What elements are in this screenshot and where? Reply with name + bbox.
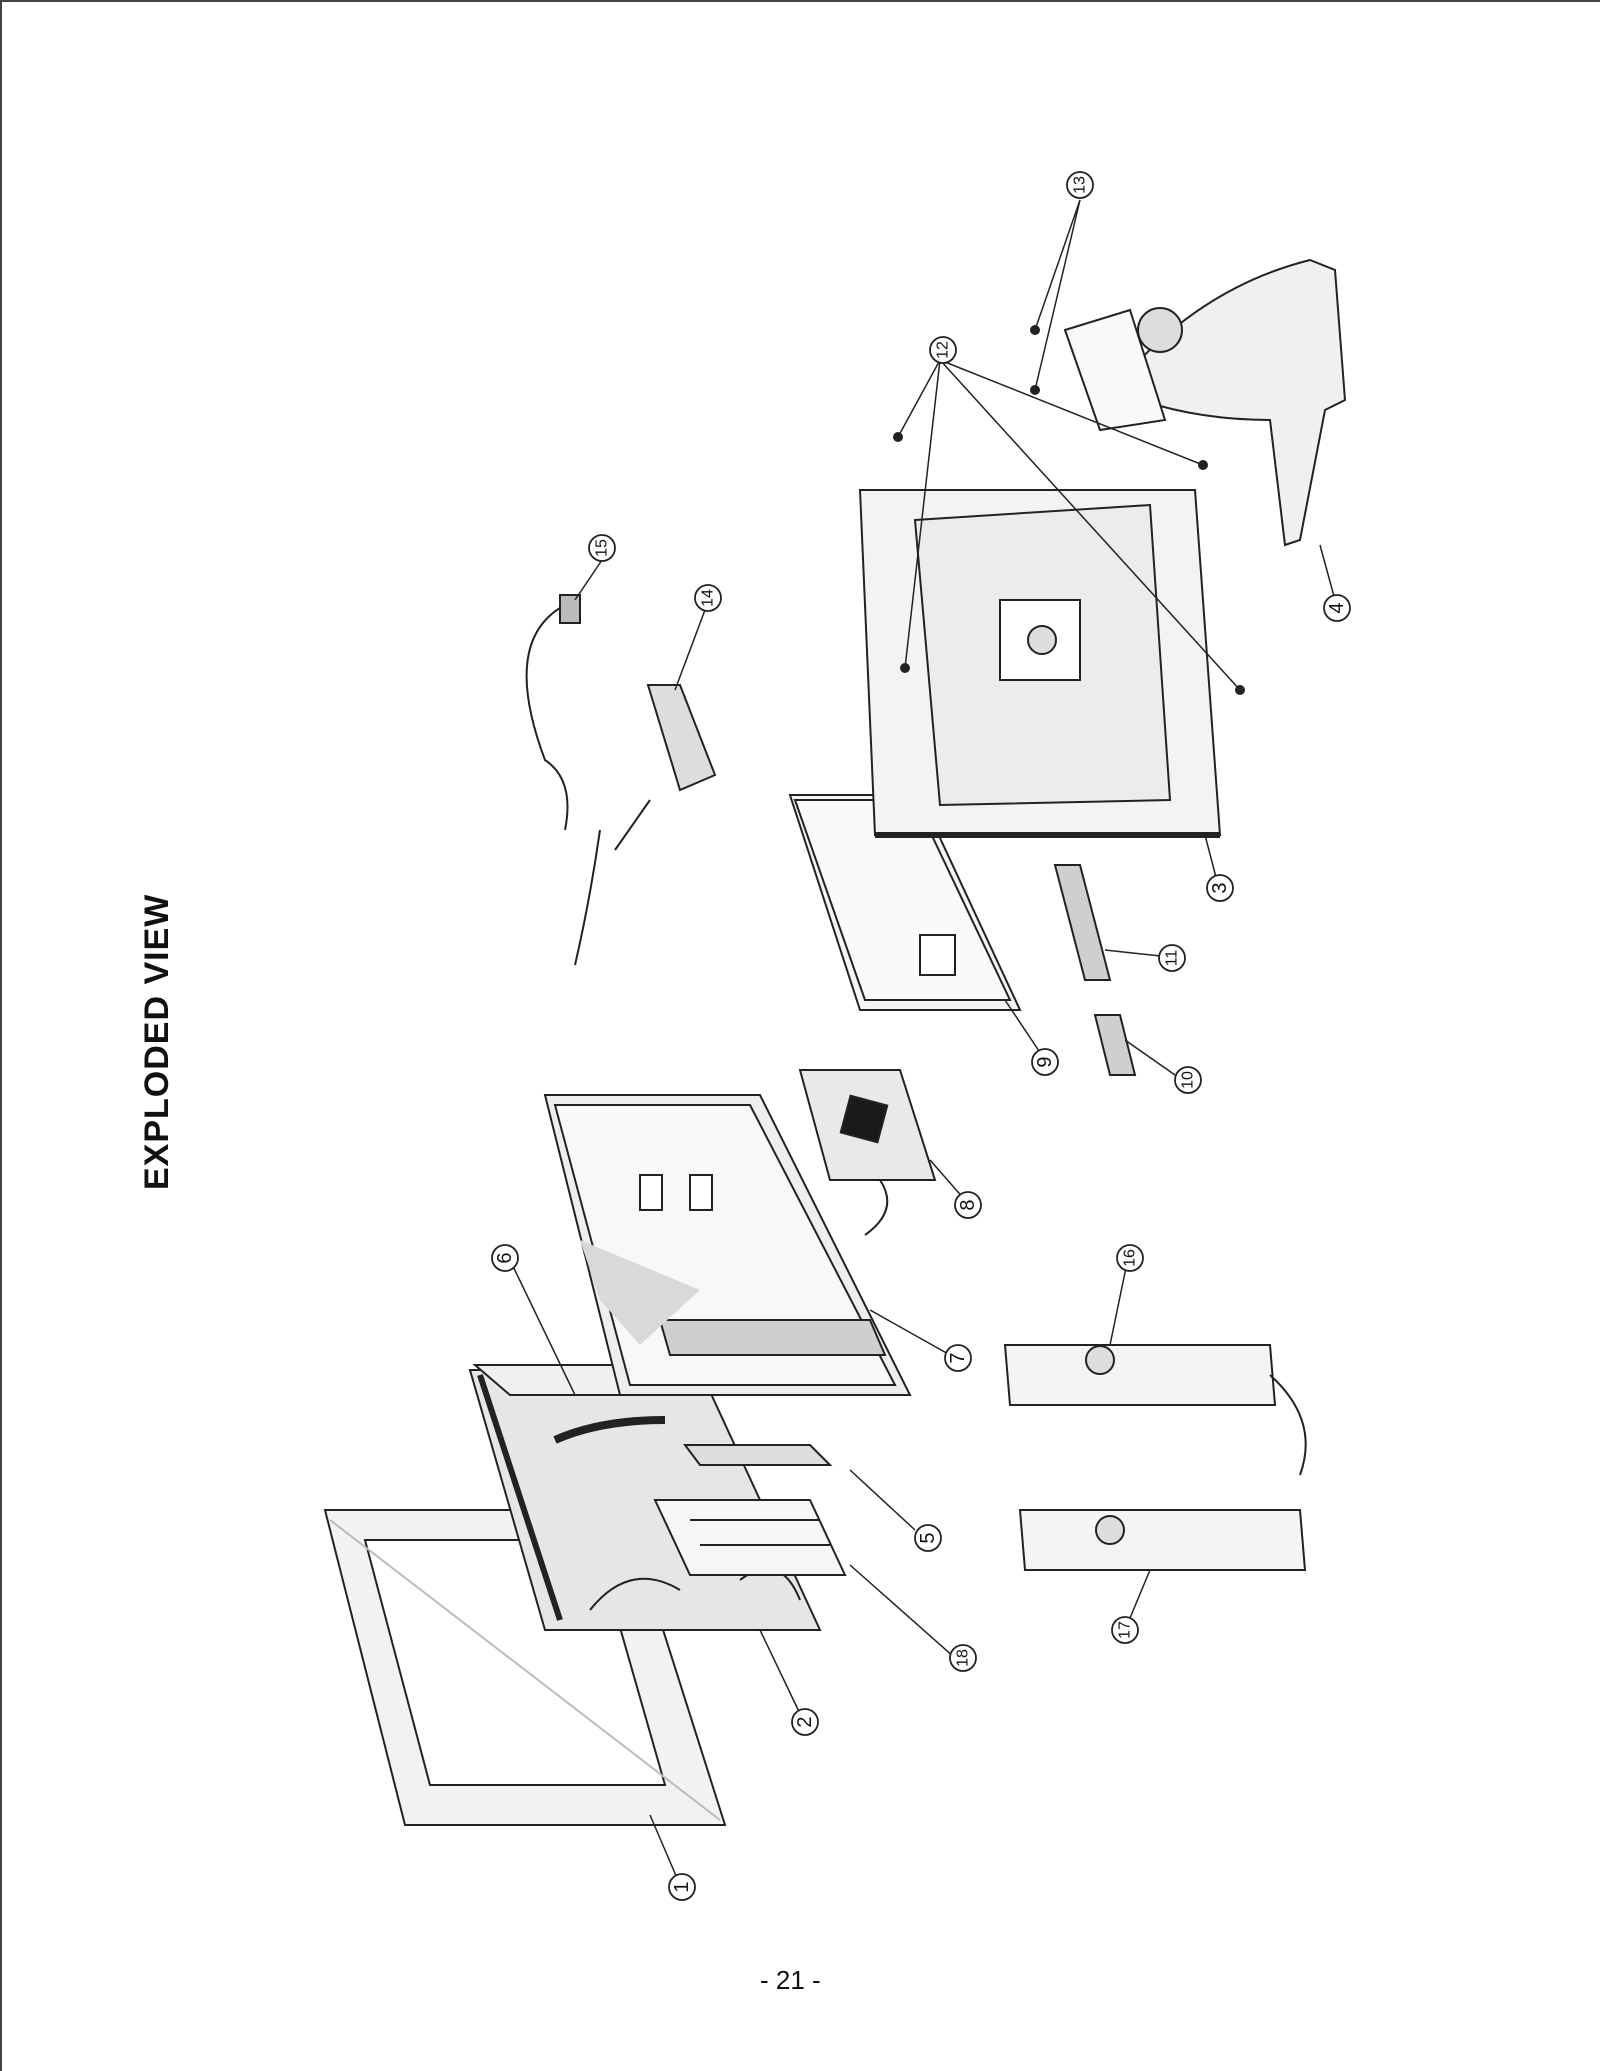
callout-3: 3	[1209, 882, 1231, 893]
callout-16: 16	[1122, 1249, 1139, 1267]
callout-5: 5	[917, 1532, 939, 1543]
callout-2: 2	[794, 1716, 816, 1727]
part-power-cable	[525, 594, 581, 831]
part-rear-cover	[858, 489, 1222, 838]
callout-1: 1	[671, 1881, 693, 1892]
callout-10: 10	[1180, 1071, 1197, 1089]
callout-4: 4	[1326, 602, 1348, 613]
callout-12: 12	[935, 341, 952, 359]
part-frame-bracket	[653, 1499, 847, 1576]
part-screws	[893, 325, 1245, 695]
callout-8: 8	[957, 1199, 979, 1210]
part-stand	[1063, 258, 1347, 547]
part-speaker-left	[1018, 1509, 1307, 1571]
callout-7: 7	[947, 1352, 969, 1363]
part-inverter-board	[683, 1444, 833, 1466]
callout-labels: 1 2 3 4 5 6 7 8 9 10 11 12 13 14 15 16 1…	[494, 176, 1348, 1893]
callout-17: 17	[1117, 1621, 1134, 1639]
page-number: - 21 -	[760, 1965, 821, 1995]
part-foam-strips	[1053, 864, 1137, 1076]
leader-lines	[509, 199, 1336, 1886]
part-power-adapter	[574, 684, 717, 966]
part-main-board	[798, 1069, 937, 1236]
part-rear-shield	[543, 1094, 912, 1396]
callout-11: 11	[1164, 950, 1181, 967]
callout-circles	[491, 171, 1351, 1901]
callout-13: 13	[1072, 176, 1089, 194]
part-speaker-right	[1003, 1344, 1307, 1476]
callout-14: 14	[700, 589, 717, 607]
callout-6: 6	[494, 1252, 516, 1263]
callout-15: 15	[594, 539, 611, 557]
callout-18: 18	[955, 1649, 972, 1667]
callout-9: 9	[1034, 1056, 1056, 1067]
